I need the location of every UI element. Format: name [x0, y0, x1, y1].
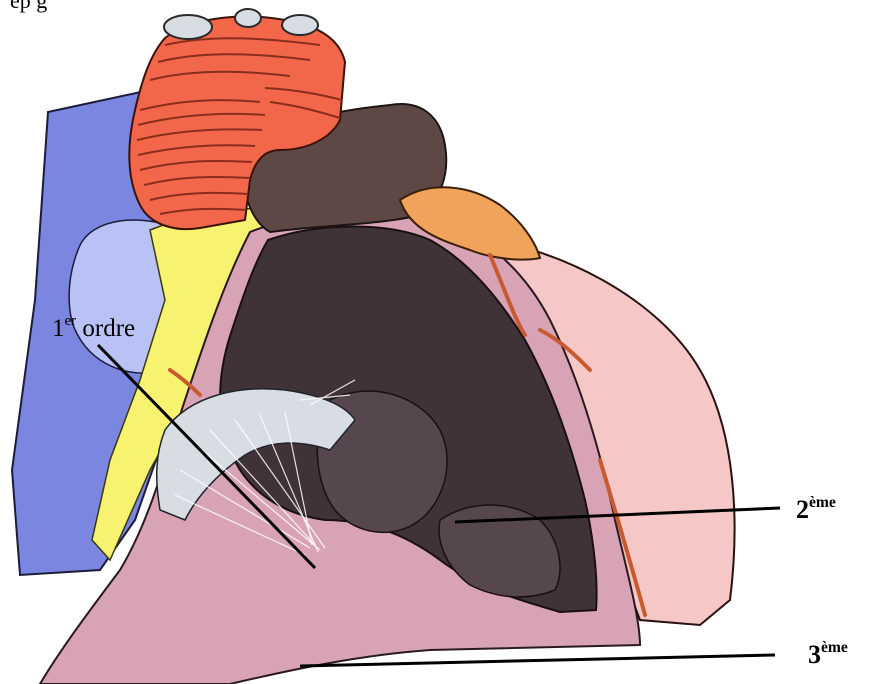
left-carotid-artery	[235, 9, 261, 27]
label-third-order: 3ème	[808, 642, 848, 668]
label-second-order: 2ème	[796, 497, 836, 523]
brachiocephalic-trunk	[164, 15, 212, 39]
label-first-order: 1er ordre	[52, 316, 135, 341]
left-subclavian-artery	[282, 15, 318, 35]
